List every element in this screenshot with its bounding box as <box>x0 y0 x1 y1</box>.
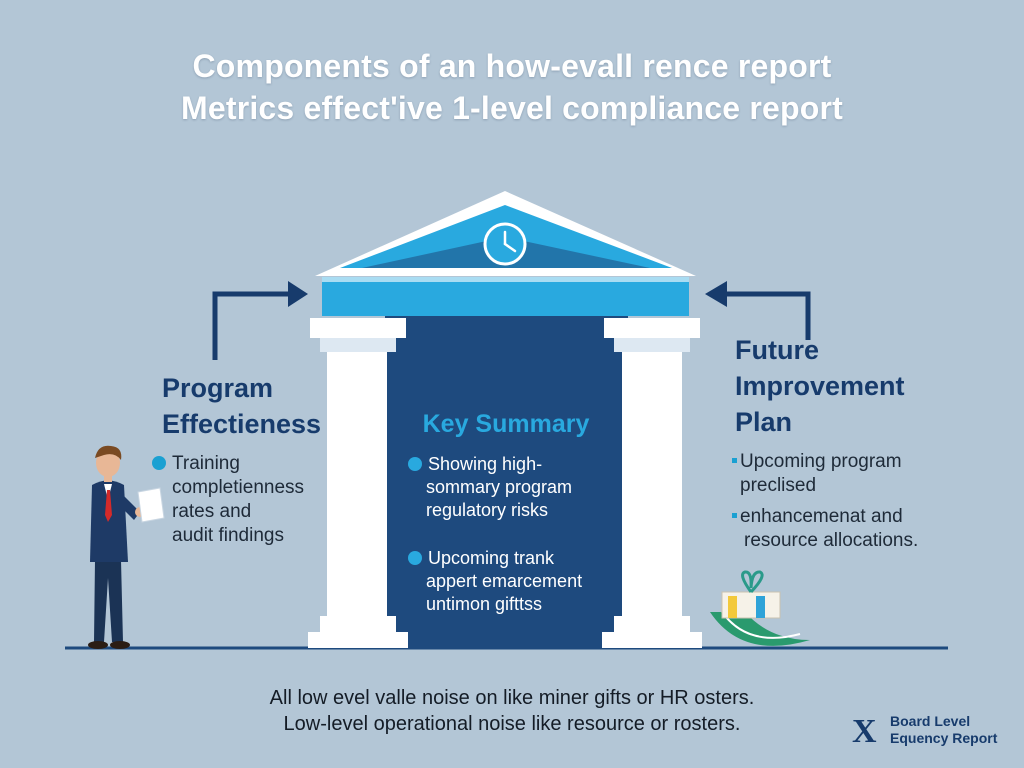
center-panel <box>385 312 628 648</box>
entablature <box>322 277 689 316</box>
title-line-1: Components of an how-evall rence report <box>192 48 832 84</box>
left-heading-line-1: Program <box>162 373 274 403</box>
bullet-dot-icon <box>152 456 166 470</box>
right-heading-line-2: Improvement <box>735 371 905 401</box>
footer-line-1: All low evel valle noise on like miner g… <box>269 687 755 709</box>
bullet-square-icon <box>732 513 737 518</box>
right-column <box>602 318 702 648</box>
footer-line-2: Low-level operational noise like resourc… <box>283 713 741 735</box>
brand-x-icon: X <box>852 713 877 746</box>
gift-box-icon <box>710 570 810 646</box>
left-arrow-icon <box>212 281 308 360</box>
left-heading-line-2: Effectieness <box>162 409 322 439</box>
right-bullet-2: enhancemenat and resource allocations. <box>732 505 918 553</box>
right-heading-line-3: Plan <box>735 407 793 437</box>
right-heading-line-1: Future <box>735 335 819 365</box>
bullet-square-icon <box>732 458 737 463</box>
center-bullet-1: Showing high- sommary program regulatory… <box>408 453 572 522</box>
right-bullet-1: Upcoming program preclised <box>732 450 902 498</box>
title-line-2: Metrics effect'ive 1-level compliance re… <box>180 90 843 126</box>
brand-line-2: Equency Report <box>890 730 998 746</box>
left-bullet-line: rates and <box>172 501 252 522</box>
right-arrow-icon <box>705 281 811 340</box>
left-bullet-line: completienness <box>172 477 305 498</box>
bullet-dot-icon <box>408 457 422 471</box>
left-bullet-list: Training completienness rates and audit … <box>152 452 304 548</box>
bullet-dot-icon <box>408 551 422 565</box>
center-bullet-2: Upcoming trank appert emarcement untimon… <box>408 547 582 616</box>
left-column <box>308 318 408 648</box>
clock-icon <box>483 222 527 266</box>
businessman-illustration <box>88 445 165 649</box>
left-bullet-line: Training <box>152 452 304 476</box>
brand-line-1: Board Level <box>890 713 971 729</box>
left-bullet-line: audit findings <box>172 525 284 546</box>
brand-logo: X Board Level Equency Report <box>850 712 1020 748</box>
key-summary-heading: Key Summary <box>422 410 590 438</box>
right-heading: Future Improvement Plan <box>735 332 905 440</box>
left-heading: Program Effectieness <box>162 370 321 442</box>
svg-text:X: X <box>852 713 877 746</box>
